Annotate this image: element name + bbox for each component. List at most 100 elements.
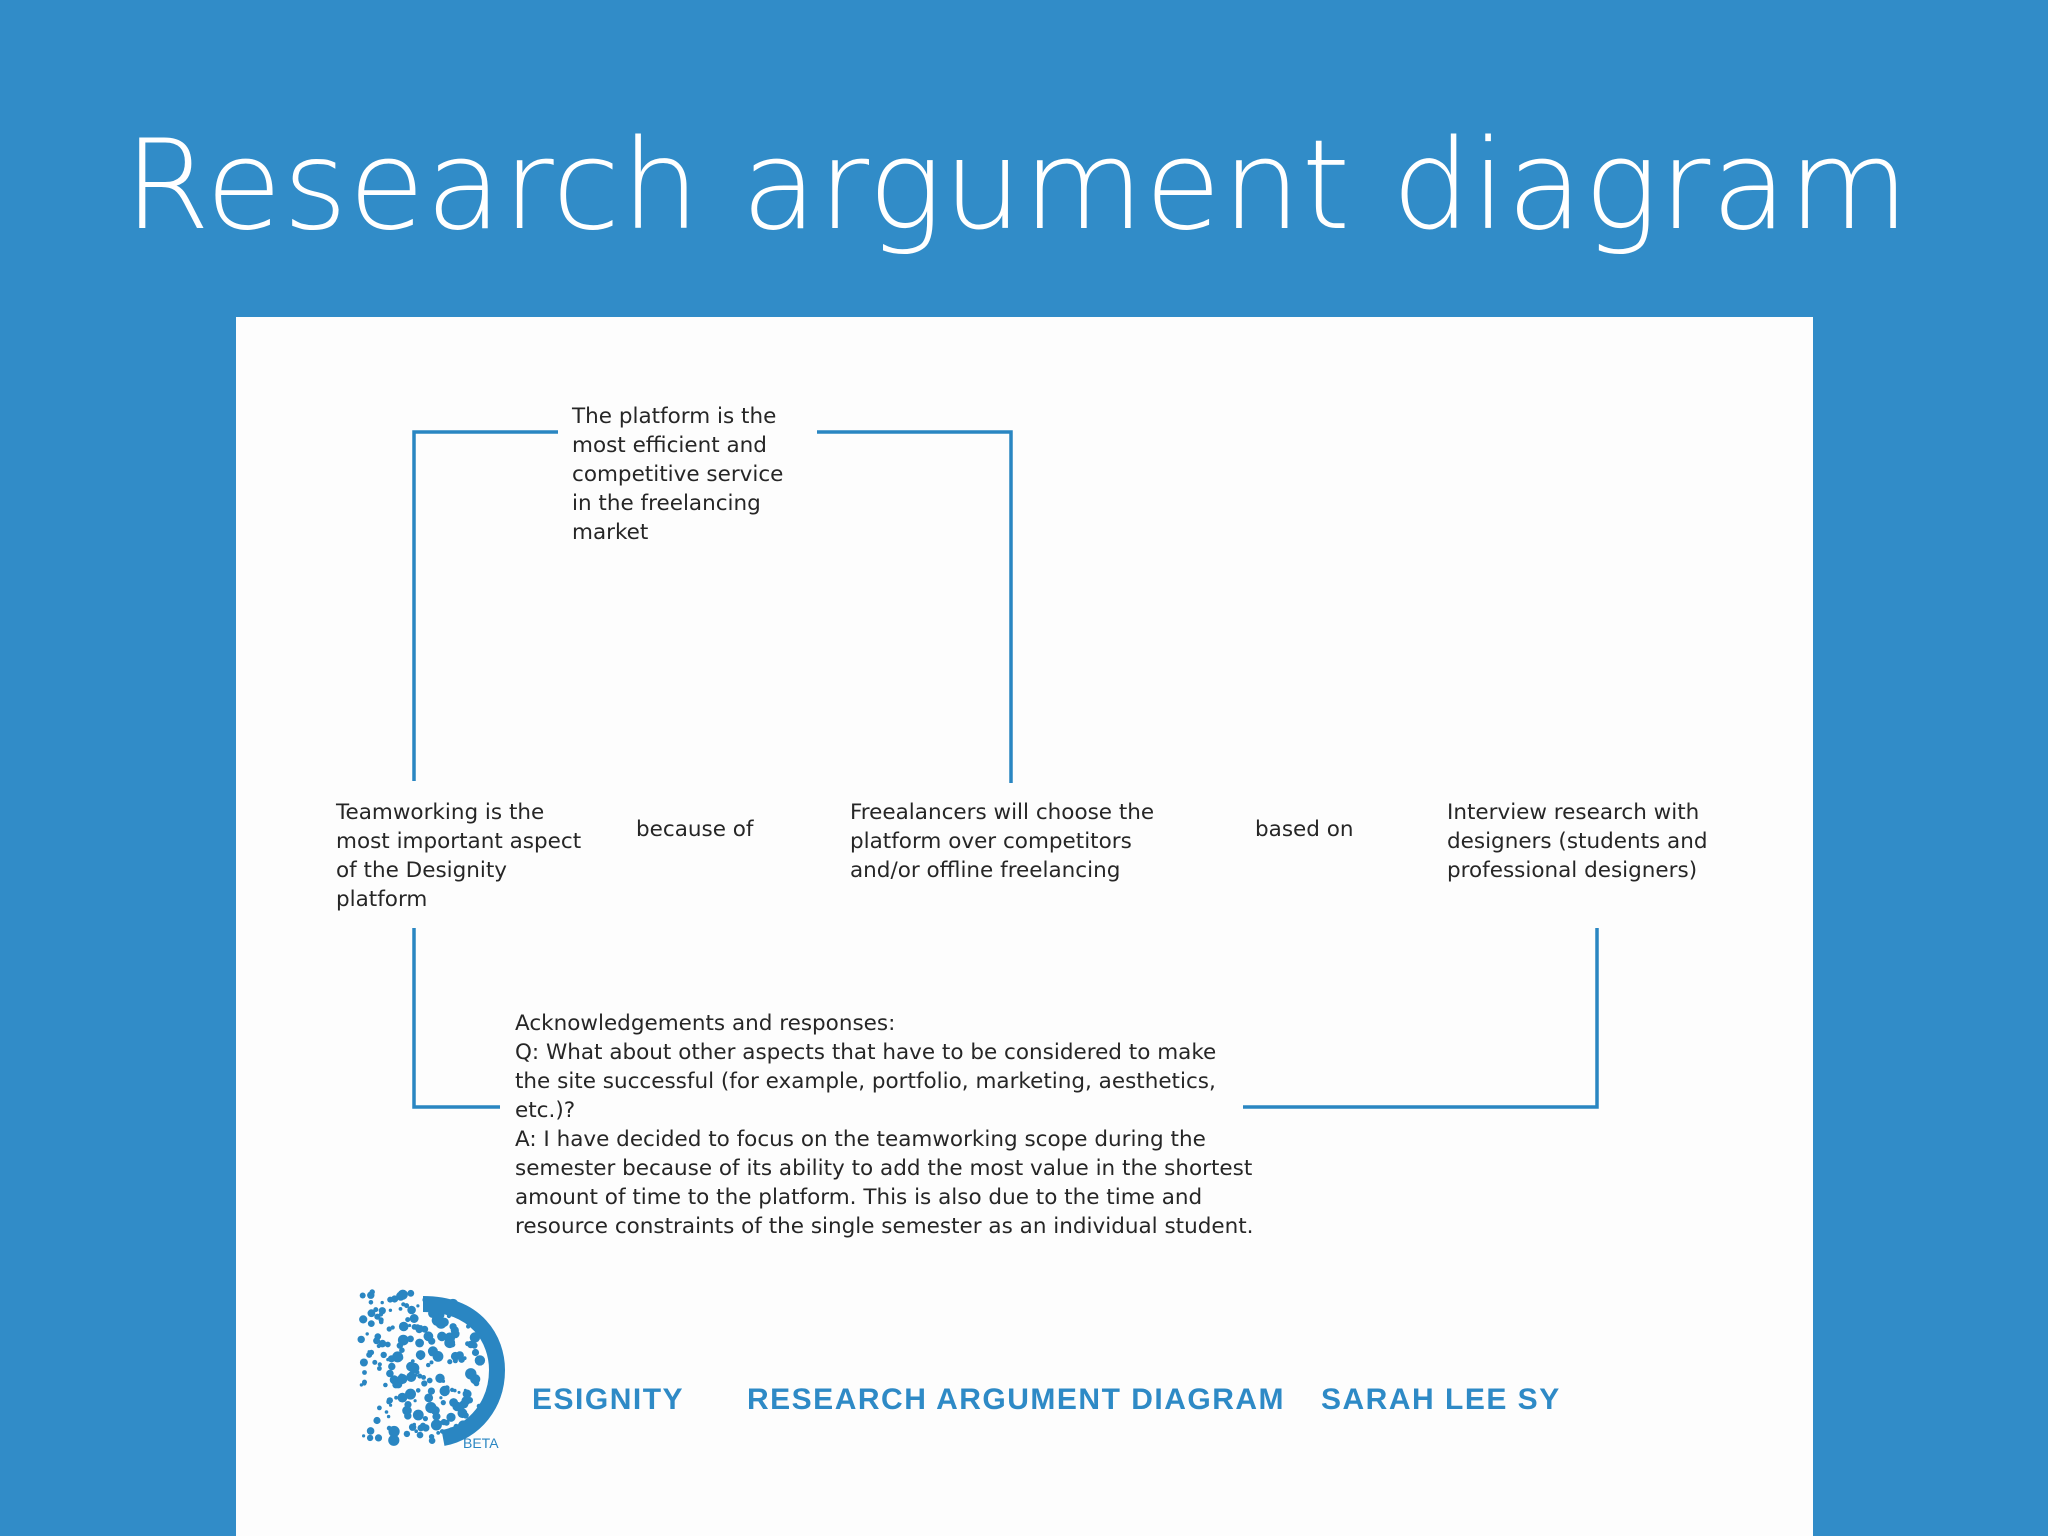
logo-dot — [388, 1308, 393, 1312]
logo-dot — [357, 1335, 365, 1344]
logo-dot — [384, 1410, 389, 1414]
logo-dot — [443, 1419, 450, 1426]
claim-top-node: The platform is the most efficient and c… — [572, 404, 784, 545]
evidence-node: Interview research with designers (stude… — [1447, 800, 1708, 883]
logo-dot — [437, 1331, 447, 1342]
logo-dot — [449, 1398, 458, 1407]
logo-dot — [419, 1356, 423, 1361]
logo-dot — [410, 1359, 415, 1363]
logo-dot — [397, 1373, 408, 1385]
because-of-label: because of — [636, 817, 754, 842]
logo-dot — [366, 1434, 374, 1442]
logo-dot — [414, 1429, 418, 1433]
logo-d-arc — [422, 1296, 506, 1446]
logo-dot — [467, 1340, 475, 1349]
acknowledgement-node: Acknowledgements and responses: Q: What … — [515, 1011, 1254, 1239]
logo-dot — [462, 1356, 467, 1361]
logo-dot — [421, 1325, 429, 1333]
logo-dot — [449, 1323, 457, 1331]
logo-dot — [380, 1300, 384, 1305]
logo-dot — [377, 1362, 382, 1367]
logo-dot — [391, 1295, 399, 1303]
logo-dot — [362, 1370, 367, 1375]
logo-dot — [447, 1359, 453, 1365]
logo-dot — [437, 1420, 443, 1426]
logo-dot — [374, 1434, 383, 1442]
logo-dot — [398, 1307, 403, 1311]
logo-dot — [415, 1338, 424, 1348]
logo-dot — [432, 1412, 441, 1421]
logo-dot — [392, 1381, 400, 1389]
connector-bottom-left — [412, 928, 500, 1109]
footer-author: SARAH LEE SY — [1321, 1383, 1561, 1416]
logo-dot — [417, 1373, 423, 1379]
logo-dot — [398, 1321, 409, 1332]
logo-dot — [384, 1341, 391, 1348]
logo-dot — [406, 1361, 416, 1372]
logo-dot — [421, 1380, 428, 1387]
logo-dot — [397, 1392, 408, 1403]
logo-dot — [389, 1403, 393, 1407]
logo-dot — [432, 1351, 444, 1362]
logo-dot — [362, 1434, 366, 1438]
logo-dot — [462, 1389, 472, 1399]
logo-dot — [362, 1381, 367, 1386]
logo-dot — [449, 1341, 456, 1348]
logo-dot — [359, 1315, 368, 1324]
logo-dot — [435, 1373, 445, 1383]
logo-dot — [427, 1387, 435, 1395]
logo-dot — [424, 1393, 434, 1403]
logo-dot — [407, 1305, 416, 1315]
footer-brand: ESIGNITY — [532, 1383, 685, 1416]
logo-dot — [440, 1400, 446, 1406]
based-on-label: based on — [1255, 817, 1354, 842]
logo-dot — [386, 1369, 394, 1378]
logo-badge: BETA — [463, 1435, 499, 1451]
logo-dot — [388, 1434, 400, 1446]
logo-dot — [402, 1405, 412, 1416]
main-claim-node: Teamworking is the most important aspect… — [336, 800, 582, 912]
logo-dot — [451, 1329, 460, 1339]
logo-dot — [452, 1358, 458, 1364]
logo-dot — [404, 1303, 410, 1309]
logo-dot — [386, 1397, 393, 1404]
logo-dot — [425, 1402, 437, 1414]
logo-dot — [429, 1360, 434, 1365]
logo-dot — [415, 1350, 426, 1360]
connector-top-left — [412, 430, 558, 781]
logo-dot — [435, 1317, 447, 1329]
logo-dot — [409, 1314, 419, 1323]
logo-dot — [386, 1425, 392, 1431]
logo-dot — [359, 1358, 368, 1367]
logo-dot — [388, 1362, 396, 1371]
logo-dot — [427, 1333, 432, 1338]
logo-dot — [406, 1372, 417, 1382]
logo-dot — [380, 1351, 387, 1359]
logo-dot — [455, 1351, 464, 1360]
logo-dot — [367, 1309, 376, 1318]
logo-dot — [474, 1355, 486, 1366]
logo-dot — [383, 1382, 388, 1388]
logo-dot — [408, 1371, 414, 1376]
connector-bottom-right — [1243, 928, 1599, 1109]
logo-dot — [386, 1414, 391, 1419]
logo-dot — [374, 1313, 381, 1320]
logo-dot — [397, 1334, 409, 1346]
logo-dot — [367, 1320, 375, 1327]
logo-dot — [376, 1343, 381, 1349]
designity-logo: BETA — [357, 1289, 506, 1451]
logo-dot — [428, 1337, 436, 1345]
logo-dot — [416, 1304, 420, 1308]
logo-dot — [373, 1307, 379, 1313]
logo-dot — [444, 1391, 449, 1395]
logo-dot — [359, 1292, 366, 1299]
logo-dot — [407, 1289, 415, 1297]
logo-dot — [377, 1405, 382, 1411]
logo-dot — [470, 1374, 481, 1385]
logo-dot — [415, 1326, 423, 1334]
logo-dot — [444, 1385, 450, 1391]
logo-dot — [461, 1396, 471, 1406]
logo-dot — [457, 1390, 461, 1394]
logo-dot — [426, 1377, 433, 1384]
footer-section: RESEARCH ARGUMENT DIAGRAM — [747, 1383, 1286, 1416]
